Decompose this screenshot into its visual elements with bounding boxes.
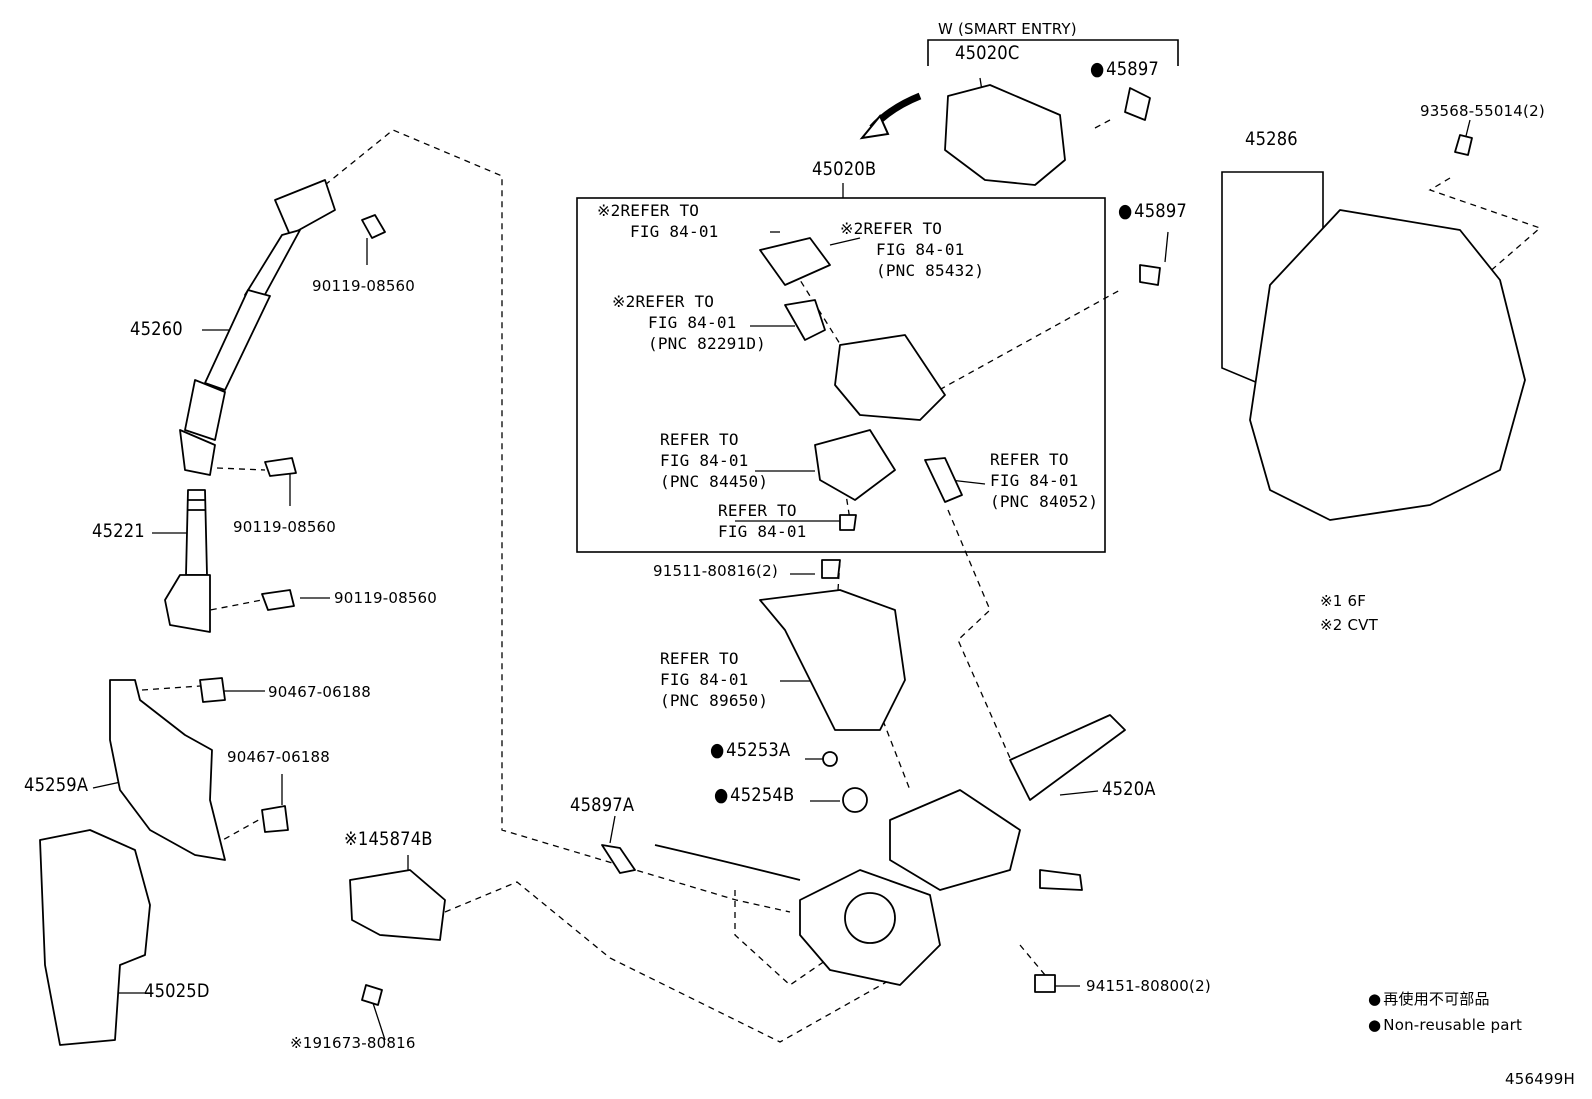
part-number-45253A: 45253A: [710, 741, 790, 760]
figure-id: 456499H: [1505, 1070, 1575, 1088]
part-45254B-drawing: [842, 787, 868, 813]
refer-to-fig-84450: REFER TO FIG 84-01 (PNC 84450): [660, 429, 768, 492]
clips: [199, 677, 289, 833]
smart-entry-label: W (SMART ENTRY): [938, 20, 1077, 38]
refer-to-line: REFER TO: [863, 219, 943, 238]
note-mark-2: ※2: [840, 219, 864, 238]
refer-to-line: (PNC 84450): [660, 472, 769, 491]
part-number-45259A: 45259A: [24, 774, 89, 796]
note-mark-2: ※2: [597, 201, 621, 220]
part-number-4520A: 4520A: [1102, 778, 1156, 800]
part-number-90467-a: 90467-06188: [268, 683, 372, 701]
boot-45025D: [39, 829, 151, 1046]
note-mark-1: ※1: [344, 828, 369, 850]
footnote-1: ※1 6F: [1320, 592, 1367, 610]
part-number-91511: 91511-80816(2): [653, 562, 778, 580]
part-number-94151: 94151-80800(2): [1086, 977, 1211, 995]
refer-to-line: FIG 84-01: [990, 471, 1079, 490]
part-number-45897-top: 45897: [1090, 60, 1159, 79]
part-number-45897-mid: 45897: [1118, 202, 1187, 221]
refer-to-line: (PNC 84052): [990, 492, 1099, 511]
refer-to-line: FIG 84-01: [660, 670, 749, 689]
switch-modules: [759, 237, 963, 503]
part-number-45897A: 45897A: [570, 794, 635, 816]
shaft-45221: [164, 489, 211, 633]
refer-to-line: REFER TO: [990, 450, 1069, 469]
part-number-93568: 93568-55014(2): [1420, 102, 1545, 120]
refer-to-line: (PNC 85432): [876, 261, 985, 280]
refer-to-line: REFER TO: [635, 292, 715, 311]
refer-to-fig-82291D: ※2REFER TO FIG 84-01 (PNC 82291D): [612, 291, 766, 354]
part-number-45260: 45260: [130, 318, 183, 340]
refer-to-fig-84052: REFER TO FIG 84-01 (PNC 84052): [990, 449, 1098, 512]
part-45253A-drawing: [822, 751, 838, 767]
refer-to-line: REFER TO: [660, 430, 739, 449]
part-number-91673-value: 91673-80816: [312, 1034, 416, 1052]
part-number-90119-b: 90119-08560: [233, 518, 337, 536]
footnote-2: ※2 CVT: [1320, 616, 1378, 634]
part-number-45874B: ※145874B: [344, 828, 433, 850]
part-number-45221: 45221: [92, 520, 145, 542]
refer-to-line: FIG 84-01: [718, 522, 807, 541]
bolts: [261, 87, 1473, 1006]
refer-to-line: (PNC 82291D): [648, 334, 766, 353]
refer-to-line: FIG 84-01: [648, 313, 737, 332]
legend-en: Non-reusable part: [1368, 1016, 1522, 1034]
refer-to-fig-89650: REFER TO FIG 84-01 (PNC 89650): [660, 648, 768, 711]
part-number-45020B: 45020B: [812, 158, 877, 180]
cover-45259A: [109, 679, 226, 861]
part-number-90119-a: 90119-08560: [312, 277, 416, 295]
intermediate-shaft-45260: [179, 179, 336, 476]
part-number-45254B: 45254B: [714, 786, 794, 805]
part-number-90467-b: 90467-06188: [227, 748, 331, 766]
refer-to-fig-5: REFER TO FIG 84-01: [718, 500, 807, 542]
note-mark-2: ※2: [612, 292, 636, 311]
refer-to-fig-1: ※2REFER TO FIG 84-01: [597, 200, 719, 242]
refer-to-line: REFER TO: [718, 501, 797, 520]
smart-entry-bracket: [927, 39, 1179, 66]
refer-to-line: FIG 84-01: [630, 222, 719, 241]
module-89650: [759, 589, 906, 731]
part-number-91673: ※191673-80816: [290, 1034, 416, 1052]
part-number-45286: 45286: [1245, 128, 1298, 150]
refer-to-fig-85432: ※2REFER TO FIG 84-01 (PNC 85432): [840, 218, 984, 281]
steering-column-4520A: [654, 714, 1126, 986]
part-number-45025D: 45025D: [144, 980, 210, 1002]
part-number-45874B-value: 45874B: [368, 828, 433, 850]
refer-to-line: REFER TO: [660, 649, 739, 668]
column-cover-45286: [1249, 209, 1526, 521]
assembly-box-45020B: [576, 197, 1106, 553]
refer-to-line: REFER TO: [620, 201, 700, 220]
bracket-45286: [1221, 171, 1277, 389]
cover-45874B: [349, 869, 446, 941]
part-45020C: [944, 84, 1066, 186]
note-mark-1: ※1: [290, 1034, 313, 1052]
part-number-90119-c: 90119-08560: [334, 589, 438, 607]
legend-jp: 再使用不可部品: [1368, 990, 1490, 1008]
refer-to-line: (PNC 89650): [660, 691, 769, 710]
refer-to-line: FIG 84-01: [876, 240, 965, 259]
part-number-45020C: 45020C: [955, 42, 1020, 64]
refer-to-line: FIG 84-01: [660, 451, 749, 470]
